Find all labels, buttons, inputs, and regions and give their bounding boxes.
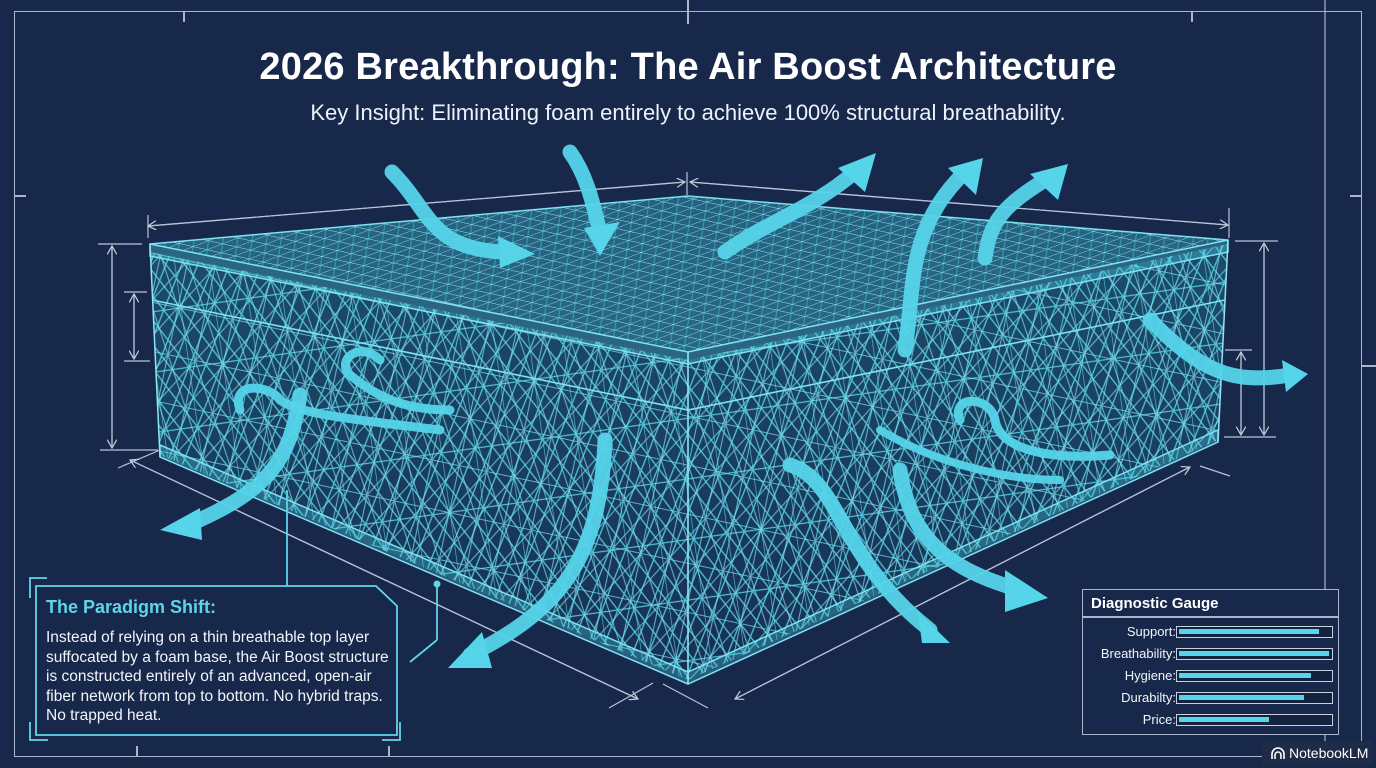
frame-tick bbox=[1191, 11, 1193, 22]
gauge-label: Hygiene: bbox=[1124, 668, 1176, 683]
gauge-track bbox=[1176, 714, 1333, 726]
frame-tick bbox=[183, 11, 185, 22]
gauge-label: Durabilty: bbox=[1121, 690, 1176, 705]
page-title: 2026 Breakthrough: The Air Boost Archite… bbox=[259, 46, 1117, 88]
frame-tick bbox=[687, 0, 689, 24]
callout-box-frame bbox=[35, 585, 398, 736]
badge-label: NotebookLM bbox=[1289, 745, 1369, 761]
gauge-label: Breathability: bbox=[1100, 646, 1176, 661]
gauge-label: Price: bbox=[1142, 712, 1176, 727]
gauge-row-breathability: Breathability: bbox=[1083, 646, 1340, 662]
callout-body: Instead of relying on a thin breathable … bbox=[46, 629, 389, 724]
gauge-fill-durability bbox=[1179, 695, 1304, 700]
gauge-row-durability: Durabilty: bbox=[1083, 690, 1340, 706]
callout-corner-brackets bbox=[29, 577, 401, 741]
frame-tick bbox=[14, 195, 26, 197]
gauge-track bbox=[1176, 670, 1333, 682]
gauge-track bbox=[1176, 692, 1333, 704]
gauge-divider bbox=[1083, 616, 1338, 618]
notebooklm-logo-icon bbox=[1271, 747, 1285, 759]
frame-tick bbox=[136, 746, 138, 757]
gauge-label: Support: bbox=[1126, 624, 1176, 639]
frame-tick bbox=[388, 746, 390, 757]
gauge-track bbox=[1176, 648, 1333, 660]
callout-title: The Paradigm Shift: bbox=[46, 597, 217, 617]
gauge-fill-breathability bbox=[1179, 651, 1330, 656]
gauge-fill-support bbox=[1179, 629, 1319, 634]
arrow-heads bbox=[160, 153, 1308, 668]
gauge-row-hygiene: Hygiene: bbox=[1083, 668, 1340, 684]
notebooklm-badge[interactable]: NotebookLM bbox=[1262, 741, 1372, 765]
gauge-title: Diagnostic Gauge bbox=[1091, 595, 1219, 612]
frame-tick bbox=[1350, 195, 1362, 197]
page-subtitle: Key Insight: Eliminating foam entirely t… bbox=[310, 100, 1066, 125]
airflow-arrows bbox=[180, 144, 1298, 663]
connector-dot bbox=[433, 580, 441, 588]
frame-tick bbox=[1362, 365, 1376, 367]
diagnostic-gauge-panel: Diagnostic Gauge Support: Breathability:… bbox=[1082, 589, 1339, 735]
gauge-row-price: Price: bbox=[1083, 712, 1340, 728]
gauge-fill-price bbox=[1179, 717, 1270, 722]
gauge-fill-hygiene bbox=[1179, 673, 1312, 678]
callout-connectors bbox=[286, 490, 438, 663]
gauge-row-support: Support: bbox=[1083, 624, 1340, 640]
gauge-track bbox=[1176, 626, 1333, 638]
